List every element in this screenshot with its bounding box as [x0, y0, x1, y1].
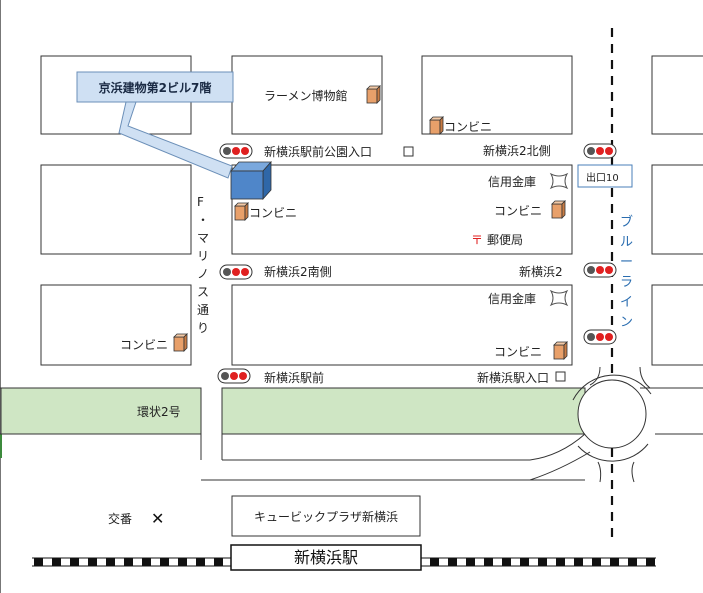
rail-tie: [628, 558, 637, 566]
rail-tie: [448, 558, 457, 566]
rail-tie: [520, 558, 529, 566]
marinos-char: ノ: [197, 267, 209, 281]
blue-line-char: ラ: [620, 275, 633, 290]
block-office: [231, 164, 573, 255]
credit-union-label: 信用金庫: [488, 291, 536, 306]
credit-union-label: 信用金庫: [488, 174, 536, 189]
bank-icon: [550, 173, 568, 189]
station-label: 新横浜駅: [294, 548, 358, 567]
rail-tie: [124, 558, 133, 566]
rail-tie: [610, 558, 619, 566]
post-office-label: 郵便局: [487, 233, 523, 247]
station-box: [230, 544, 422, 571]
rail-tie: [556, 558, 565, 566]
marinos-char: ス: [197, 285, 209, 299]
road-kanjo2-west: [0, 387, 202, 435]
road-kanjo2-label: 環状2号: [137, 405, 181, 419]
rail-tie: [196, 558, 205, 566]
block-right-1: [651, 55, 703, 135]
road-kanjo2-east: [221, 387, 586, 435]
block-ramen: [231, 55, 383, 135]
rail-tie: [106, 558, 115, 566]
store-icon: [173, 333, 188, 352]
railway-track: [34, 558, 655, 566]
callout-arrow: [118, 101, 233, 179]
block-b3: [231, 284, 573, 366]
ramen-museum-label: ラーメン博物館: [264, 88, 348, 103]
convenience-label: コンビニ: [494, 345, 542, 359]
callout-label: 京浜建物第2ビル7階: [99, 80, 212, 95]
roundabout-inner: [577, 379, 647, 449]
rail-tie: [502, 558, 511, 566]
signal-icon: [219, 264, 253, 280]
block-a3: [40, 284, 192, 366]
exit-box: [577, 164, 633, 188]
marinos-road-label: F ・ マ リ ノ ス 通 り: [197, 195, 209, 335]
cube-plaza-box: [231, 495, 421, 537]
convenience-label: コンビニ: [494, 204, 542, 218]
office-building-icon: [230, 170, 264, 200]
rail-tie: [52, 558, 61, 566]
blue-line-char: ー: [620, 255, 633, 270]
koban-icon: ✕: [151, 509, 164, 528]
marinos-char: り: [197, 321, 209, 335]
rail-tie: [646, 558, 655, 566]
store-icon: [429, 116, 444, 135]
blue-line-char: ル: [620, 235, 633, 250]
convenience-label: コンビニ: [120, 338, 168, 352]
store-icon: [553, 341, 568, 360]
block-north-convenience: [421, 55, 573, 135]
rail-tie: [214, 558, 223, 566]
signal-icon: [217, 368, 251, 384]
store-icon: [551, 200, 566, 219]
blue-line-label: ブ ル ー ラ イ ン: [620, 214, 633, 330]
signal-icon: [219, 143, 253, 159]
rail-tie: [466, 558, 475, 566]
block-right-3: [651, 284, 703, 366]
rail-tie: [88, 558, 97, 566]
blue-line-char: ン: [620, 315, 633, 330]
rail-tie: [538, 558, 547, 566]
rail-tie: [592, 558, 601, 566]
rail-tie: [142, 558, 151, 566]
store-icon: [234, 202, 249, 221]
rail-tie: [484, 558, 493, 566]
blue-line-char: イ: [620, 295, 633, 310]
intersection-station-entrance: 新横浜駅入口: [477, 370, 549, 385]
rail-tie: [430, 558, 439, 566]
post-office-icon: 〒: [471, 233, 483, 247]
rail-tie: [70, 558, 79, 566]
marinos-char: F: [197, 195, 204, 209]
cube-plaza-label: キュービックプラザ新横浜: [254, 509, 398, 524]
convenience-label: コンビニ: [444, 120, 492, 134]
intersection-south2: 新横浜2南側: [264, 264, 332, 279]
signal-icon: [583, 329, 617, 345]
rail-tie: [34, 558, 43, 566]
rail-tie: [178, 558, 187, 566]
marinos-char: ・: [197, 213, 209, 227]
marinos-char: 通: [197, 303, 209, 317]
marinos-char: リ: [197, 249, 209, 263]
intersection-ekimae: 新横浜駅前: [264, 370, 324, 385]
signal-icon: [583, 262, 617, 278]
callout-box: [76, 71, 234, 103]
block-right-2: [651, 164, 703, 255]
rail-tie: [574, 558, 583, 566]
intersection-park-entrance: 新横浜駅前公園入口: [264, 144, 372, 159]
block-a2: [40, 164, 192, 255]
marinos-char: マ: [197, 231, 209, 245]
signal-icon: [583, 143, 617, 159]
blue-line-char: ブ: [620, 214, 633, 230]
exit-label: 出口10: [586, 171, 619, 184]
koban-label: 交番: [108, 511, 132, 526]
rail-tie: [160, 558, 169, 566]
convenience-label: コンビニ: [249, 206, 297, 220]
store-icon: [366, 85, 381, 104]
intersection-shin2: 新横浜2: [519, 264, 563, 279]
bank-icon: [550, 290, 568, 306]
intersection-north2: 新横浜2北側: [483, 143, 551, 158]
